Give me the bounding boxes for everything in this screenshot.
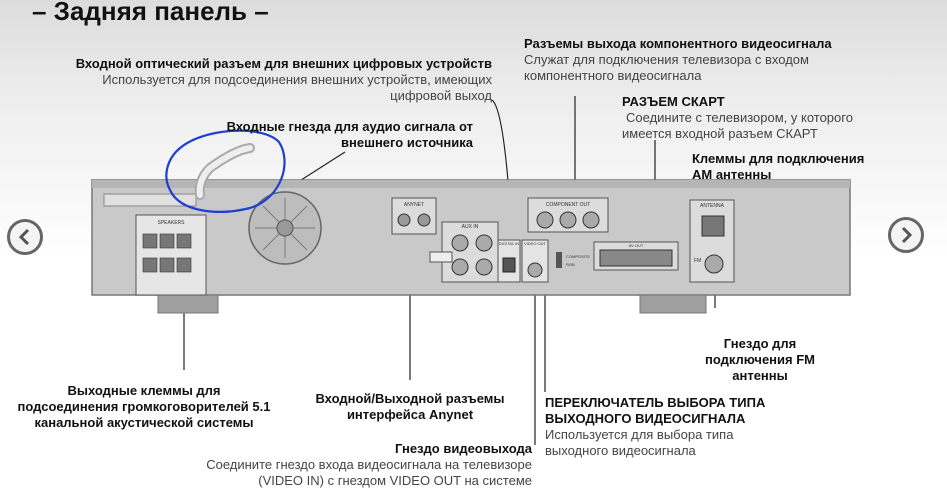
anynet-title-1: Входной/Выходной разъемы: [315, 391, 505, 406]
component-out-desc-1: Служат для подключения телевизора с вход…: [524, 52, 809, 67]
annotation-circle: [165, 129, 286, 213]
scart-desc-1: Соедините с телевизором, у которого: [626, 110, 853, 125]
speakers-label: Выходные клеммы для подсоединения громко…: [0, 383, 288, 431]
speakers-title-2: подсоединения громкоговорителей 5.1: [17, 399, 271, 414]
aux-in-panel-label: AUX IN: [462, 224, 479, 230]
rgb-panel-label: RGB: [566, 262, 575, 267]
optical-input-label: Входной оптический разъем для внешних ци…: [8, 56, 492, 104]
device-foot-left: [157, 294, 219, 314]
optical-input-desc-1: Используется для подсоединения внешних у…: [102, 72, 492, 87]
anynet-title-2: интерфейса Anynet: [346, 407, 474, 422]
video-out-title: Гнездо видеовыхода: [394, 441, 532, 456]
speakers-title-1: Выходные клеммы для: [67, 383, 221, 398]
fm-jack: [704, 254, 724, 274]
audio-input-title-1: Входные гнезда для аудио сигнала от: [226, 119, 473, 134]
video-out-desc-2: (VIDEO IN) с гнездом VIDEO OUT на систем…: [258, 473, 532, 488]
video-type-switch: [556, 252, 562, 268]
fm-antenna-title-2: подключения FM: [705, 352, 815, 367]
component-out-desc-2: компонентного видеосигнала: [524, 68, 702, 83]
anynet-panel-label: ANYNET: [404, 202, 424, 208]
av-out-panel-label: AV OUT: [629, 243, 644, 248]
speakers-terminal-block: [135, 214, 207, 296]
scart-title: РАЗЪЕМ СКАРТ: [622, 94, 725, 109]
video-switch-title-1: ПЕРЕКЛЮЧАТЕЛЬ ВЫБОРА ТИПА: [545, 395, 766, 410]
fm-antenna-label: Гнездо для подключения FM антенны: [690, 336, 830, 384]
am-antenna-label: Клеммы для подключения АМ антенны: [692, 151, 864, 183]
next-slide-button[interactable]: [888, 217, 924, 253]
anynet-label: Входной/Выходной разъемы интерфейса Anyn…: [296, 391, 524, 423]
component-out-title: Разъемы выхода компонентного видеосигнал…: [524, 36, 832, 51]
am-terminal: [701, 215, 725, 237]
video-switch-label: ПЕРЕКЛЮЧАТЕЛЬ ВЫБОРА ТИПА ВЫХОДНОГО ВИДЕ…: [545, 395, 765, 459]
speakers-title-3: канальной акустической системы: [34, 415, 254, 430]
video-out-jack: [527, 262, 543, 278]
video-switch-title-2: ВЫХОДНОГО ВИДЕОСИГНАЛА: [545, 411, 746, 426]
component-out-label: Разъемы выхода компонентного видеосигнал…: [524, 36, 832, 84]
page-title: – Задняя панель –: [32, 0, 269, 26]
fm-antenna-title-1: Гнездо для: [723, 336, 797, 351]
component-out-panel-label: COMPONENT OUT: [546, 202, 590, 208]
prev-slide-button[interactable]: [7, 219, 43, 255]
am-antenna-title-2: АМ антенны: [692, 167, 772, 182]
audio-input-label: Входные гнезда для аудио сигнала от внеш…: [186, 119, 473, 151]
audio-input-title-2: внешнего источника: [341, 135, 473, 150]
fm-antenna-title-3: антенны: [732, 368, 788, 383]
optical-jack: [502, 257, 516, 273]
digital-in-panel-label: DIGITAL IN: [499, 241, 519, 246]
video-out-panel-label: VIDEO OUT: [524, 241, 547, 246]
am-antenna-title-1: Клеммы для подключения: [692, 151, 865, 166]
video-switch-desc-2: выходного видеосигнала: [545, 443, 696, 458]
scart-label: РАЗЪЕМ СКАРТ Соедините с телевизором, у …: [622, 94, 853, 142]
fm-panel-label: FM: [694, 258, 701, 264]
video-out-desc-1: Соедините гнездо входа видеосигнала на т…: [206, 457, 532, 472]
video-switch-desc-1: Используется для выбора типа: [545, 427, 734, 442]
optical-input-title: Входной оптический разъем для внешних ци…: [75, 56, 492, 71]
speakers-panel-label: SPEAKERS: [158, 220, 186, 226]
composite-panel-label: COMPOSITE: [566, 254, 590, 259]
chevron-right-icon: [901, 226, 913, 244]
device-foot-right: [639, 294, 707, 314]
scart-desc-2: имеется входной разъем СКАРТ: [622, 126, 818, 141]
optical-input-desc-2: цифровой выход: [390, 88, 492, 103]
antenna-panel-label: ANTENNA: [700, 203, 725, 209]
chevron-left-icon: [18, 228, 30, 246]
video-out-label: Гнездо видеовыхода Соедините гнездо вход…: [140, 441, 532, 489]
